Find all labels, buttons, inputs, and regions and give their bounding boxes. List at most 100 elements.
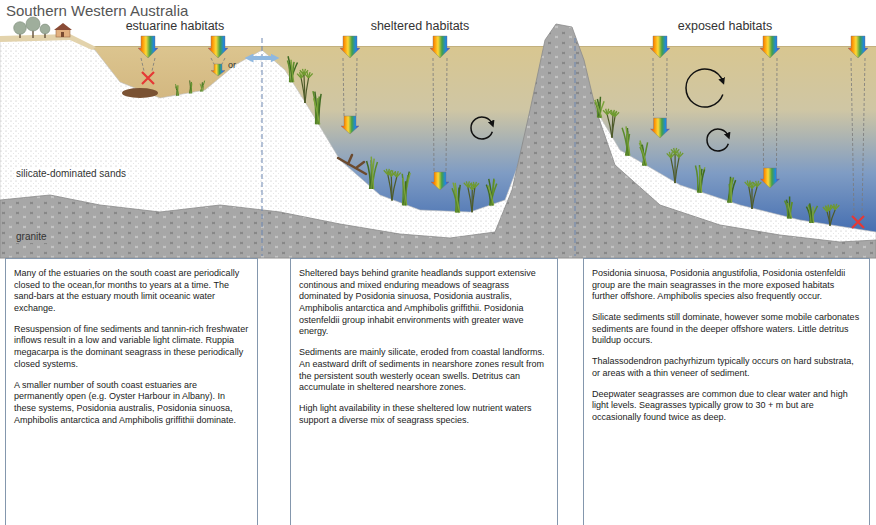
seagrass-leaf xyxy=(397,173,401,177)
light-path xyxy=(433,58,434,172)
seagrass-blade xyxy=(453,183,460,213)
house-door xyxy=(61,32,64,37)
panel-paragraph: Posidonia sinuosa, Posidonia angustifoli… xyxy=(592,268,861,303)
seagrass-blade xyxy=(700,167,702,193)
zone-divider xyxy=(575,38,576,256)
text-panel: Posidonia sinuosa, Posidonia angustifoli… xyxy=(583,258,870,525)
seagrass-blade xyxy=(786,200,790,219)
seagrass-clump xyxy=(367,157,378,189)
detritus-mound xyxy=(122,88,158,98)
house-roof xyxy=(54,23,72,30)
seagrass-leaf xyxy=(757,182,761,186)
seagrass-clump xyxy=(175,84,178,96)
text-panel: Sheltered bays behind granite headlands … xyxy=(290,258,558,525)
circulation-arrow xyxy=(707,129,728,151)
seagrass-stem xyxy=(612,117,615,138)
seagrass-blade xyxy=(488,186,494,206)
panel-paragraph: Sheltered bays behind granite headlands … xyxy=(299,268,549,338)
habitat-heading: estuarine habitats xyxy=(126,19,225,34)
surface-light-arrow xyxy=(430,36,450,58)
seagrass-clump xyxy=(806,203,817,222)
house-wall xyxy=(56,29,70,37)
light-blocked-mark xyxy=(142,72,154,84)
water-exchange-arrow xyxy=(249,56,275,60)
seagrass-stem xyxy=(607,115,612,138)
seabed-light-arrow xyxy=(431,172,449,190)
light-path xyxy=(211,58,214,64)
land-surface xyxy=(0,34,96,50)
circulation-arrow xyxy=(686,69,723,107)
surface-light-arrow xyxy=(760,36,780,58)
seabed-light-arrow xyxy=(651,118,670,138)
surface-light-arrow xyxy=(208,36,228,58)
seagrass-blade xyxy=(639,143,646,166)
seagrass-blade xyxy=(200,84,202,92)
seagrass-stem xyxy=(305,78,309,103)
light-path xyxy=(851,58,854,215)
light-path xyxy=(152,58,155,71)
seagrass-clump xyxy=(402,172,410,206)
seabed-light-arrow xyxy=(341,116,359,134)
water-surface xyxy=(90,46,876,47)
light-path xyxy=(356,58,357,116)
seagrass-clump xyxy=(595,97,604,118)
seagrass-leaf xyxy=(475,183,479,187)
seagrass-clump xyxy=(486,179,496,206)
light-path xyxy=(222,58,225,64)
panel-paragraph: A smaller number of south coast estuarie… xyxy=(14,380,249,427)
seagrass-stem xyxy=(830,210,835,226)
seagrass-leaf xyxy=(671,153,675,157)
light-path xyxy=(862,58,865,215)
or-note: or xyxy=(228,60,236,71)
seagrass-clump xyxy=(728,177,736,203)
seabed-light-arrow xyxy=(211,64,225,76)
surface-light-arrow xyxy=(848,36,868,58)
light-path xyxy=(343,58,344,116)
panel-paragraph: Many of the estuaries on the south coast… xyxy=(14,268,249,315)
seagrass-clump xyxy=(823,204,839,226)
surface-light-arrow xyxy=(340,36,360,58)
seagrass-clump xyxy=(622,126,629,155)
seagrass-blade xyxy=(788,203,792,219)
seagrass-blade xyxy=(191,83,193,93)
seagrass-blade xyxy=(730,181,732,202)
seagrass-clump xyxy=(603,109,619,138)
seagrass-clump xyxy=(384,169,401,201)
bedrock-label: granite xyxy=(14,231,49,243)
panel-paragraph: Thalassodendron pachyrhizum typically oc… xyxy=(592,356,861,379)
seagrass-blade xyxy=(731,180,736,203)
habitat-heading: exposed habitats xyxy=(678,19,773,34)
seagrass-blade xyxy=(371,157,373,189)
seagrass-blade xyxy=(189,80,191,93)
seagrass-blade xyxy=(314,98,320,124)
seagrass-stem xyxy=(388,175,392,201)
seagrass-blade xyxy=(489,179,493,206)
light-path xyxy=(446,58,447,172)
panel-paragraph: Silicate sediments still dominate, howev… xyxy=(592,312,861,347)
seagrass-clump xyxy=(452,183,460,213)
zone-divider xyxy=(262,38,263,256)
light-path xyxy=(141,58,144,71)
seagrass-stem xyxy=(468,187,472,212)
surface-light-arrow xyxy=(138,36,158,58)
seagrass-clump xyxy=(464,181,479,212)
seagrass-blade xyxy=(812,207,814,223)
seagrass-clump xyxy=(639,141,647,166)
light-path xyxy=(776,58,778,168)
seagrass-clump xyxy=(287,56,297,82)
seagrass-blade xyxy=(367,161,371,189)
seagrass-blade xyxy=(695,166,697,193)
panel-paragraph: Deepwater seagrasses are common due to c… xyxy=(592,389,861,424)
light-path xyxy=(763,58,765,168)
seagrass-blade xyxy=(288,56,293,82)
diagram-title: Southern Western Australia xyxy=(6,2,188,20)
seagrass-leaf xyxy=(615,112,619,116)
seagrass-blade xyxy=(403,172,409,206)
panel-paragraph: Sediments are mainly silicate, eroded fr… xyxy=(299,347,549,394)
seagrass-blade xyxy=(203,81,205,92)
tree-crown xyxy=(40,24,50,34)
seagrass-clump xyxy=(200,81,205,92)
seagrass-clump xyxy=(745,180,762,209)
light-blocked-mark xyxy=(852,216,864,228)
seagrass-stem xyxy=(392,177,397,200)
